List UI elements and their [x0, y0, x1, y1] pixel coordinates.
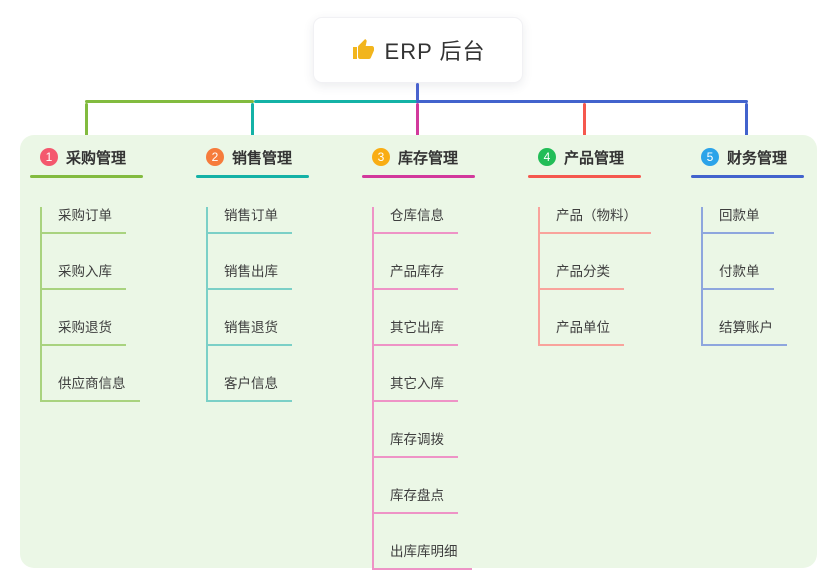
connector-root-stem: [416, 83, 419, 103]
child-item[interactable]: 销售退货: [206, 319, 292, 346]
child-item-label: 产品库存: [390, 264, 444, 279]
child-item[interactable]: 其它出库: [372, 319, 458, 346]
branch-title-underline: [362, 175, 475, 178]
child-item[interactable]: 库存盘点: [372, 487, 458, 514]
branch-trunk-line: [701, 207, 703, 346]
child-item[interactable]: 出库库明细: [372, 543, 472, 570]
branch-4: 4 产品管理 产品（物料） 产品分类产品单位: [528, 146, 651, 346]
child-item[interactable]: 销售出库: [206, 263, 292, 290]
branch-1: 1 采购管理 采购订单采购入库采购退货供应商信息: [30, 146, 143, 402]
branch-number-badge: 3: [372, 148, 390, 166]
branch-number-badge: 5: [701, 148, 719, 166]
child-item-label: 出库库明细: [390, 544, 458, 559]
child-item[interactable]: 采购入库: [40, 263, 126, 290]
child-item-label: 销售退货: [224, 320, 278, 335]
child-item-label: 销售出库: [224, 264, 278, 279]
connector-horizontal-blue: [416, 100, 748, 103]
branch-children: 仓库信息产品库存其它出库其它入库库存调拨库存盘点出库库明细: [362, 207, 475, 570]
child-item[interactable]: 仓库信息: [372, 207, 458, 234]
child-item-label: 付款单: [719, 264, 760, 279]
branches-panel: 1 采购管理 采购订单采购入库采购退货供应商信息 2 销售管理 销售订单销售出库…: [20, 135, 817, 570]
root-node-title: ERP 后台: [384, 39, 486, 64]
branch-children: 产品（物料） 产品分类产品单位: [528, 207, 651, 346]
branch-title-label: 库存管理: [398, 149, 459, 167]
branch-title-label: 产品管理: [564, 149, 625, 167]
thumbs-up-icon: [352, 39, 374, 59]
branch-2: 2 销售管理 销售订单销售出库销售退货客户信息: [196, 146, 309, 402]
branch-title-row[interactable]: 1 采购管理: [30, 146, 143, 168]
thumbs-up-path: [352, 39, 374, 59]
branch-title-row[interactable]: 3 库存管理: [362, 146, 475, 168]
child-item[interactable]: 客户信息: [206, 375, 292, 402]
child-item[interactable]: 库存调拨: [372, 431, 458, 458]
child-item[interactable]: 产品库存: [372, 263, 458, 290]
child-item[interactable]: 回款单: [701, 207, 774, 234]
branch-trunk-line: [372, 207, 374, 570]
connector-horizontal-teal: [254, 100, 418, 103]
child-item-label: 回款单: [719, 208, 760, 223]
branch-title-row[interactable]: 4 产品管理: [528, 146, 641, 168]
child-item-label: 采购入库: [58, 264, 112, 279]
child-item[interactable]: 结算账户: [701, 319, 787, 346]
child-item-label: 结算账户: [719, 320, 773, 335]
branch-title-label: 采购管理: [66, 149, 127, 167]
branch-children: 采购订单采购入库采购退货供应商信息: [30, 207, 143, 402]
branch-5: 5 财务管理 回款单付款单结算账户: [691, 146, 804, 346]
root-node-erp[interactable]: ERP 后台: [313, 17, 523, 83]
child-item-label: 产品单位: [556, 320, 610, 335]
child-item-label: 库存盘点: [390, 488, 444, 503]
branch-title-row[interactable]: 2 销售管理: [196, 146, 309, 168]
child-item[interactable]: 产品（物料）: [538, 207, 651, 234]
child-item[interactable]: 采购退货: [40, 319, 126, 346]
child-item-label: 采购订单: [58, 208, 112, 223]
branch-number-badge: 2: [206, 148, 224, 166]
connector-drop-inventory: [416, 103, 419, 145]
branch-children: 销售订单销售出库销售退货客户信息: [196, 207, 309, 402]
branch-title-label: 财务管理: [727, 149, 788, 167]
child-item-label: 客户信息: [224, 376, 278, 391]
branch-title-underline: [528, 175, 641, 178]
child-item-label: 产品分类: [556, 264, 610, 279]
branch-number-badge: 1: [40, 148, 58, 166]
branch-3: 3 库存管理 仓库信息产品库存其它出库其它入库库存调拨库存盘点出库库明细: [362, 146, 475, 570]
child-item[interactable]: 供应商信息: [40, 375, 140, 402]
branch-title-underline: [691, 175, 804, 178]
child-item[interactable]: 采购订单: [40, 207, 126, 234]
connector-drop-purchase: [85, 103, 88, 145]
child-item-label: 其它出库: [390, 320, 444, 335]
connector-horizontal-green: [85, 100, 254, 103]
child-item-label: 库存调拨: [390, 432, 444, 447]
branch-number-badge: 4: [538, 148, 556, 166]
child-item[interactable]: 产品单位: [538, 319, 624, 346]
connector-drop-finance: [745, 103, 748, 145]
branch-title-underline: [196, 175, 309, 178]
child-item-label: 产品（物料）: [556, 208, 637, 223]
child-item[interactable]: 付款单: [701, 263, 774, 290]
branch-title-row[interactable]: 5 财务管理: [691, 146, 804, 168]
branch-trunk-line: [206, 207, 208, 402]
branch-trunk-line: [538, 207, 540, 346]
child-item-label: 供应商信息: [58, 376, 126, 391]
branch-title-underline: [30, 175, 143, 178]
child-item-label: 仓库信息: [390, 208, 444, 223]
branch-children: 回款单付款单结算账户: [691, 207, 804, 346]
child-item[interactable]: 其它入库: [372, 375, 458, 402]
child-item-label: 采购退货: [58, 320, 112, 335]
branch-title-label: 销售管理: [232, 149, 293, 167]
child-item-label: 其它入库: [390, 376, 444, 391]
connector-drop-product: [583, 103, 586, 145]
child-item-label: 销售订单: [224, 208, 278, 223]
child-item[interactable]: 销售订单: [206, 207, 292, 234]
branch-trunk-line: [40, 207, 42, 402]
child-item[interactable]: 产品分类: [538, 263, 624, 290]
connector-drop-sales: [251, 103, 254, 145]
